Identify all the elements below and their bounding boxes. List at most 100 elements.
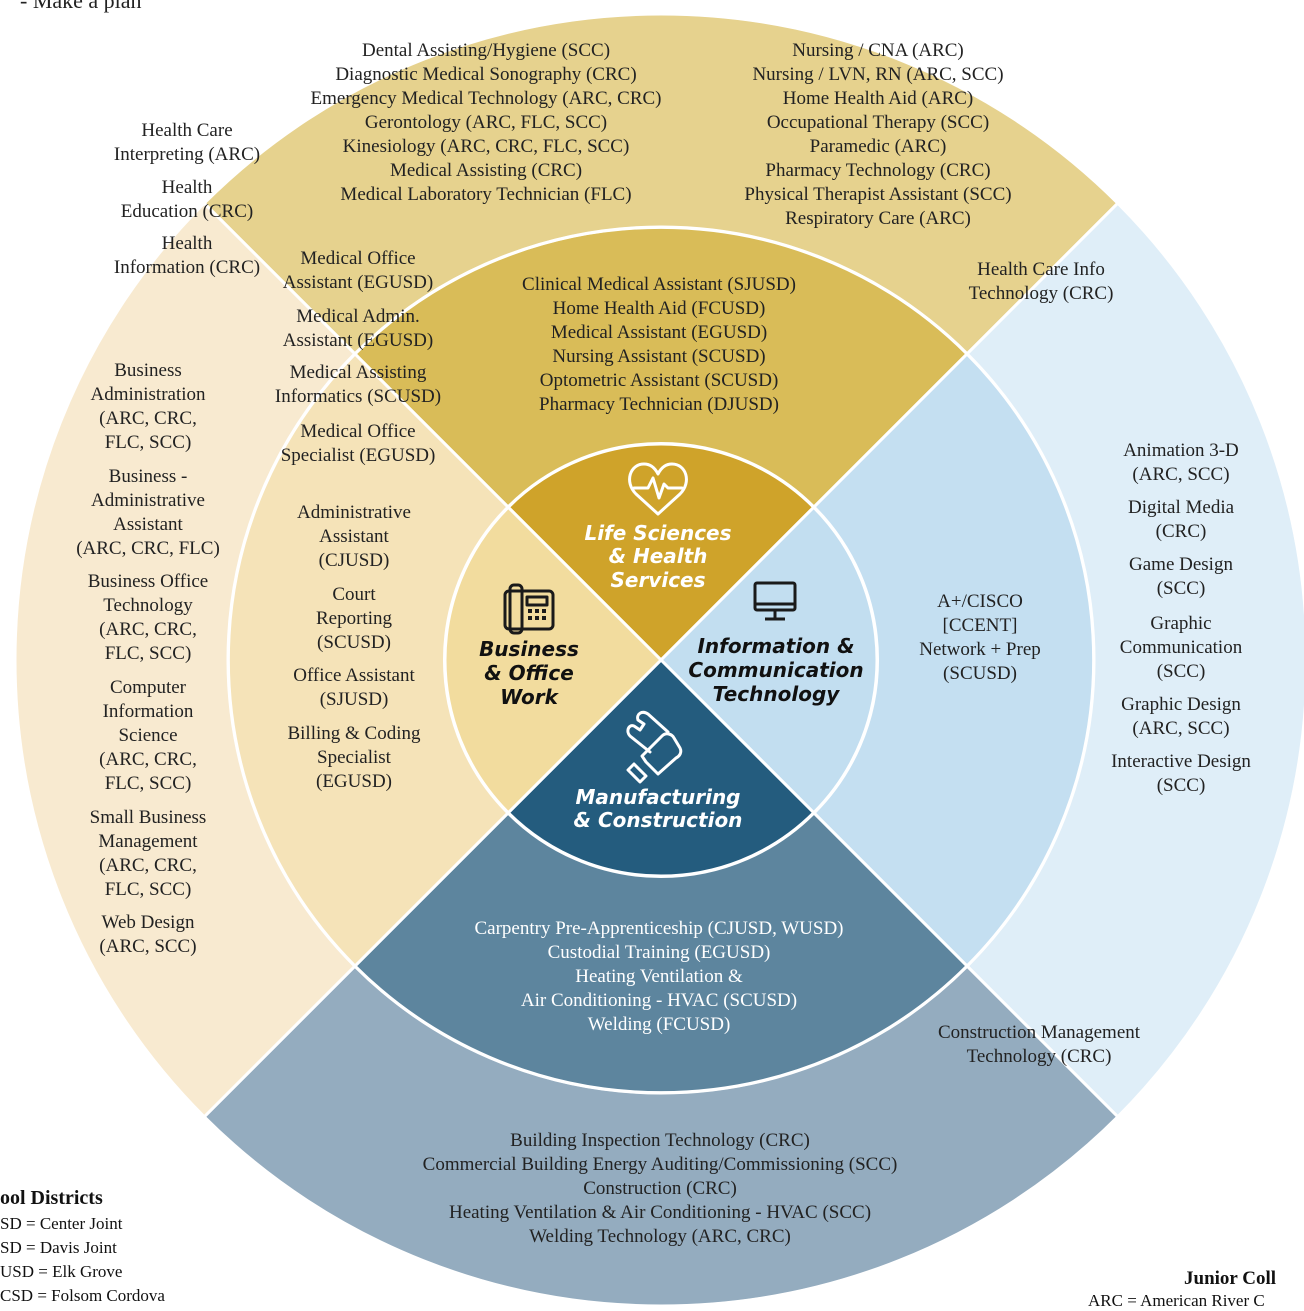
college-legend-item: ARC = American River C bbox=[1088, 1291, 1265, 1306]
ict-college-program: Graphic Design bbox=[1121, 694, 1241, 715]
business-college-program: Management bbox=[98, 831, 198, 852]
business-health-program: Assistant (EGUSD) bbox=[283, 272, 433, 293]
ict-college-program: (CRC) bbox=[1156, 521, 1207, 542]
business-school-program: (SJUSD) bbox=[320, 689, 389, 710]
manufacturing-school-program: Welding (FCUSD) bbox=[588, 1014, 731, 1035]
business-health-program: Medical Admin. bbox=[296, 306, 419, 327]
business-health-program: Medical Office bbox=[300, 248, 415, 269]
manufacturing-core-label-1: Manufacturing bbox=[576, 785, 741, 809]
ict-school-program: A+/CISCO bbox=[937, 591, 1023, 612]
ict-core-label-3: Technology bbox=[713, 682, 841, 706]
business-school-program: Office Assistant bbox=[293, 665, 415, 686]
health-college-program: Respiratory Care (ARC) bbox=[785, 208, 971, 229]
ict-college-program: Game Design bbox=[1129, 554, 1233, 575]
health-school-program: Nursing Assistant (SCUSD) bbox=[552, 346, 765, 367]
business-school-program: (SCUSD) bbox=[317, 632, 391, 653]
desk-phone-icon bbox=[503, 583, 555, 635]
ict-school-program: (SCUSD) bbox=[943, 663, 1017, 684]
manufacturing-school-program: Heating Ventilation & bbox=[575, 966, 743, 987]
district-legend-item: SD = Davis Joint bbox=[0, 1238, 117, 1257]
business-college-program: Computer bbox=[110, 677, 187, 698]
business-college-program: Science bbox=[118, 725, 177, 746]
business-college-program: Information bbox=[103, 701, 194, 722]
district-legend-item: CSD = Folsom Cordova bbox=[0, 1286, 165, 1305]
health-core-label-1: Life Sciences bbox=[584, 521, 731, 545]
business-college-program: FLC, SCC) bbox=[105, 643, 192, 664]
manufacturing-border-program: Construction Management bbox=[938, 1022, 1141, 1043]
business-school-program: (EGUSD) bbox=[316, 771, 392, 792]
health-college-program: Physical Therapist Assistant (SCC) bbox=[744, 184, 1011, 205]
business-health-program: Medical Office bbox=[300, 421, 415, 442]
health-school-program: Home Health Aid (FCUSD) bbox=[553, 298, 766, 319]
manufacturing-school-program: Carpentry Pre-Apprenticeship (CJUSD, WUS… bbox=[474, 918, 843, 939]
monitor-icon bbox=[753, 581, 797, 621]
business-college-program: Technology bbox=[103, 595, 193, 616]
health-college-program: Pharmacy Technology (CRC) bbox=[765, 160, 990, 181]
business-college-program: Web Design bbox=[102, 912, 195, 933]
business-college-program: Assistant bbox=[113, 514, 183, 535]
core-ring-outline bbox=[443, 442, 879, 878]
business-college-program: (ARC, CRC, bbox=[99, 408, 197, 429]
health-college-program: Gerontology (ARC, FLC, SCC) bbox=[365, 112, 607, 133]
ict-college-program: Interactive Design bbox=[1111, 751, 1251, 772]
health-college-program: Diagnostic Medical Sonography (CRC) bbox=[335, 64, 636, 85]
health-college-program: Dental Assisting/Hygiene (SCC) bbox=[362, 40, 610, 61]
manufacturing-core-label-2: & Construction bbox=[574, 808, 743, 832]
health-school-program: Optometric Assistant (SCUSD) bbox=[540, 370, 779, 391]
health-college-program: Emergency Medical Technology (ARC, CRC) bbox=[311, 88, 662, 109]
business-school-program: Reporting bbox=[316, 608, 392, 629]
heart-pulse-icon bbox=[628, 462, 688, 516]
ict-college-program: Graphic bbox=[1150, 613, 1211, 634]
business-college-program: (ARC, CRC, bbox=[99, 855, 197, 876]
ict-college-program: (SCC) bbox=[1157, 661, 1206, 682]
business-school-program: Administrative bbox=[297, 502, 411, 523]
manufacturing-college-program: Welding Technology (ARC, CRC) bbox=[529, 1226, 791, 1247]
health-border-program: Health Care bbox=[141, 120, 232, 141]
ict-college-program: (SCC) bbox=[1157, 775, 1206, 796]
health-border-program: Information (CRC) bbox=[114, 257, 260, 278]
business-school-program: Assistant bbox=[319, 526, 389, 547]
health-college-program: Medical Laboratory Technician (FLC) bbox=[340, 184, 631, 205]
health-college-program: Nursing / CNA (ARC) bbox=[792, 40, 964, 61]
ict-core-label-1: Information & bbox=[697, 634, 854, 658]
business-college-program: (ARC, CRC, FLC) bbox=[76, 538, 220, 559]
health-border-program: Interpreting (ARC) bbox=[114, 144, 260, 165]
header-text: - Make a plan bbox=[20, 0, 142, 13]
health-border-program: Health Care Info bbox=[977, 259, 1105, 280]
manufacturing-border-program: Technology (CRC) bbox=[967, 1046, 1112, 1067]
business-college-program: (ARC, CRC, bbox=[99, 619, 197, 640]
business-college-program: (ARC, CRC, bbox=[99, 749, 197, 770]
health-core-label-3: Services bbox=[610, 568, 705, 592]
business-school-program: Billing & Coding bbox=[287, 723, 421, 744]
business-college-program: Business bbox=[114, 360, 182, 381]
ict-school-program: [CCENT] bbox=[943, 615, 1018, 636]
health-school-program: Medical Assistant (EGUSD) bbox=[551, 322, 767, 343]
health-college-program: Kinesiology (ARC, CRC, FLC, SCC) bbox=[343, 136, 630, 157]
health-college-program: Medical Assisting (CRC) bbox=[390, 160, 582, 181]
colleges-legend-title: Junior Coll bbox=[1184, 1268, 1276, 1289]
business-school-program: Specialist bbox=[317, 747, 392, 768]
program-labels: Dental Assisting/Hygiene (SCC) Diagnostic… bbox=[76, 40, 1251, 1247]
business-core-label-2: & Office bbox=[484, 661, 574, 685]
manufacturing-school-program: Custodial Training (EGUSD) bbox=[548, 942, 771, 963]
business-core-label-1: Business bbox=[479, 637, 579, 661]
manufacturing-college-program: Construction (CRC) bbox=[583, 1178, 737, 1199]
business-college-program: FLC, SCC) bbox=[105, 432, 192, 453]
health-college-program: Paramedic (ARC) bbox=[810, 136, 947, 157]
health-border-program: Health bbox=[162, 233, 213, 254]
health-border-program: Health bbox=[162, 177, 213, 198]
colleges-legend: ARC = American River C bbox=[1088, 1291, 1265, 1310]
business-college-program: Small Business bbox=[90, 807, 207, 828]
health-college-program: Nursing / LVN, RN (ARC, SCC) bbox=[752, 64, 1003, 85]
ict-core-label-2: Communication bbox=[688, 658, 863, 682]
middle-ring-outline bbox=[226, 225, 1096, 1095]
business-college-program: Administrative bbox=[91, 490, 205, 511]
manufacturing-college-program: Building Inspection Technology (CRC) bbox=[510, 1130, 810, 1151]
business-health-program: Informatics (SCUSD) bbox=[275, 386, 441, 407]
manufacturing-college-program: Heating Ventilation & Air Conditioning -… bbox=[449, 1202, 871, 1223]
business-health-program: Medical Assisting bbox=[290, 362, 427, 383]
business-college-program: (ARC, SCC) bbox=[99, 936, 196, 957]
business-school-program: Court bbox=[332, 584, 376, 605]
